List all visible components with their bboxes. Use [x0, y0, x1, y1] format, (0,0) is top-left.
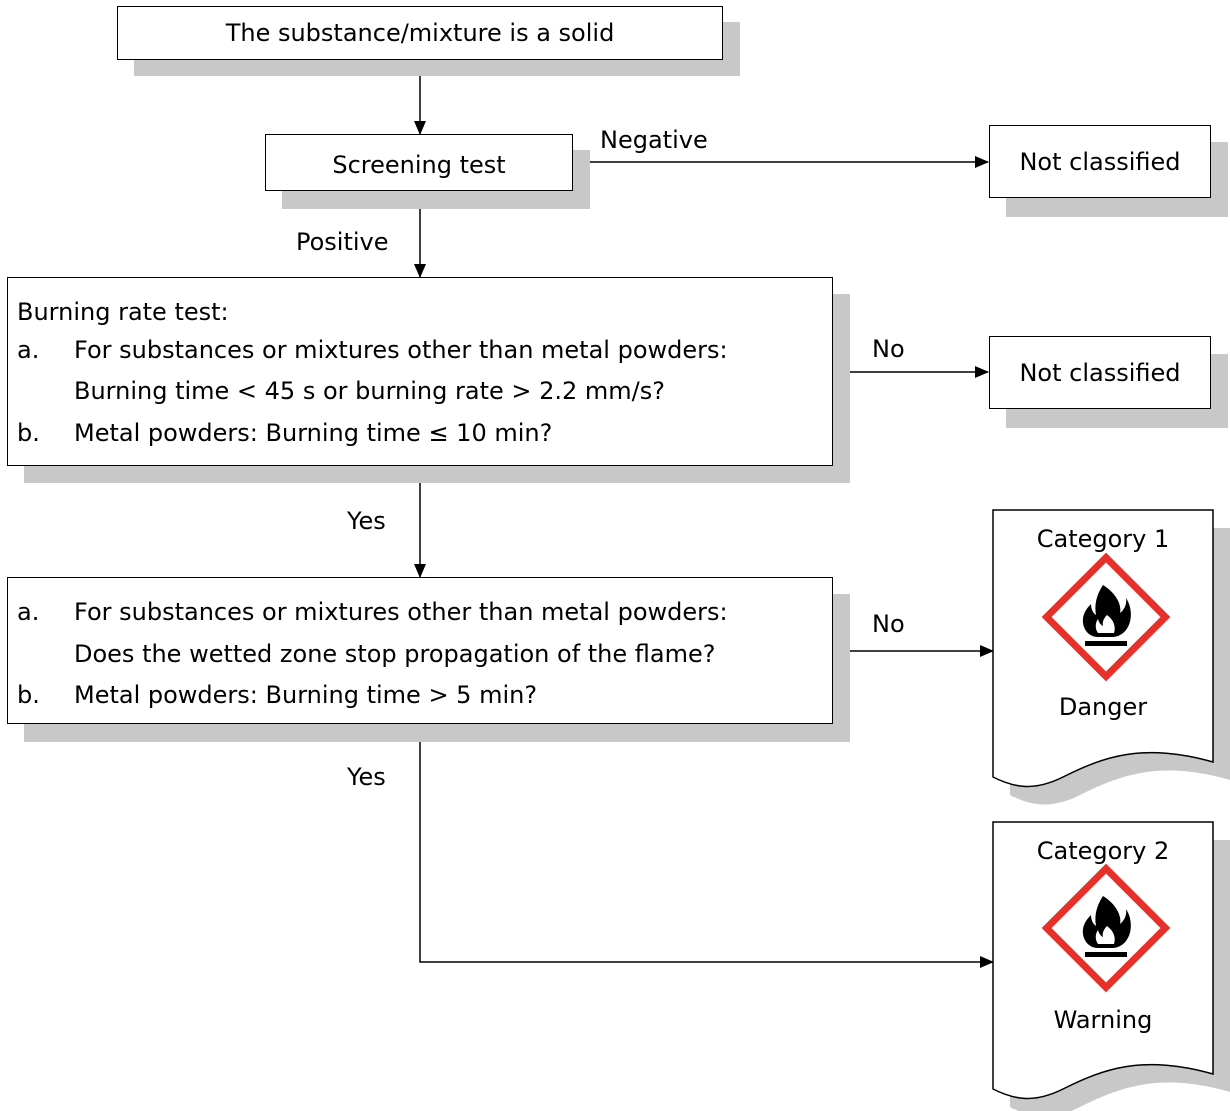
- category-1-signal-word: Danger: [1058, 693, 1148, 721]
- edge-label-no-2: No: [872, 610, 905, 638]
- category-2-pictogram-icon: [1041, 863, 1171, 993]
- category-2-signal-word: Warning: [1053, 1006, 1153, 1034]
- burning-rate-item-a-line1: For substances or mixtures other than me…: [74, 336, 728, 364]
- category-2-document: [992, 821, 1230, 1111]
- not-classified-1-box: Not classified: [989, 125, 1211, 198]
- burning-rate-item-b-line1: Metal powders: Burning time ≤ 10 min?: [74, 419, 553, 447]
- burning-rate-item-a-line2: Burning time < 45 s or burning rate > 2.…: [74, 377, 665, 405]
- burning-rate-item-b-marker: b.: [17, 419, 40, 447]
- wetted-zone-item-b-line1: Metal powders: Burning time > 5 min?: [74, 681, 538, 709]
- start-box: The substance/mixture is a solid: [117, 6, 723, 60]
- wetted-zone-item-a-line2: Does the wetted zone stop propagation of…: [74, 640, 716, 668]
- wetted-zone-box: a. For substances or mixtures other than…: [7, 577, 833, 724]
- edge-label-yes-1: Yes: [347, 507, 386, 535]
- edge-label-yes-2: Yes: [347, 763, 386, 791]
- not-classified-1-label: Not classified: [1019, 147, 1181, 176]
- not-classified-2-box: Not classified: [989, 336, 1211, 409]
- category-1-document: [992, 509, 1230, 805]
- burning-rate-item-a-marker: a.: [17, 336, 40, 364]
- screening-box-label: Screening test: [332, 150, 506, 179]
- start-box-label: The substance/mixture is a solid: [225, 19, 615, 47]
- wetted-zone-item-b-marker: b.: [17, 681, 40, 709]
- not-classified-2-label: Not classified: [1019, 358, 1181, 387]
- edge-label-negative: Negative: [600, 126, 708, 154]
- wetted-zone-item-a-line1: For substances or mixtures other than me…: [74, 598, 728, 626]
- edge-label-positive: Positive: [296, 228, 389, 256]
- screening-box: Screening test: [265, 134, 573, 191]
- edge-label-no-1: No: [872, 335, 905, 363]
- burning-rate-box: Burning rate test: a. For substances or …: [7, 277, 833, 466]
- wetted-zone-item-a-marker: a.: [17, 598, 40, 626]
- category-1-title: Category 1: [1036, 525, 1170, 553]
- category-1-pictogram-icon: [1041, 552, 1171, 682]
- arrow-wetted-yes: [419, 723, 994, 968]
- burning-rate-title: Burning rate test:: [17, 298, 229, 326]
- category-2-title: Category 2: [1036, 837, 1170, 865]
